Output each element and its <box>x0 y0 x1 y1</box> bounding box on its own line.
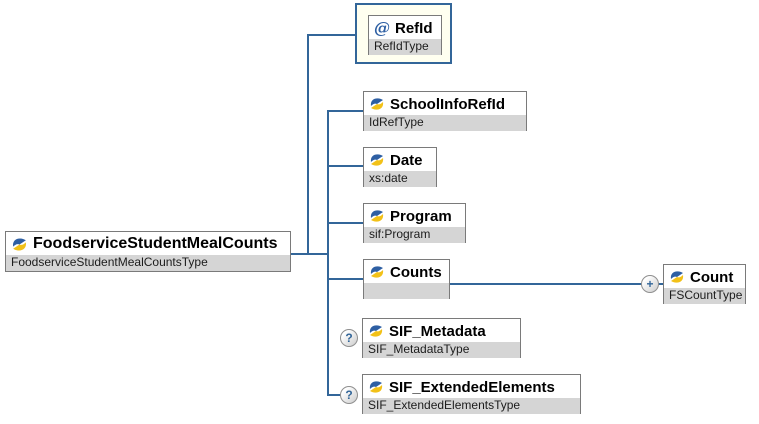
node-type: IdRefType <box>364 115 526 131</box>
optional-badge-glyph: ? <box>345 388 353 402</box>
node-type: RefIdType <box>369 39 441 55</box>
node-title-row: SIF_Metadata <box>363 319 520 342</box>
node-type: FSCountType <box>664 288 745 304</box>
element-icon <box>370 266 384 278</box>
element-icon <box>370 98 384 110</box>
node-sif-extendedelements[interactable]: SIF_ExtendedElements SIF_ExtendedElement… <box>362 374 581 414</box>
node-type: FoodserviceStudentMealCountsType <box>6 255 290 271</box>
connector-branch-program <box>327 222 365 224</box>
node-schoolinforefid[interactable]: SchoolInfoRefId IdRefType <box>363 91 527 131</box>
node-type: xs:date <box>364 171 436 187</box>
connector-trunk-refid <box>307 34 309 255</box>
node-title-row: Date <box>364 148 436 171</box>
node-title: SIF_Metadata <box>389 322 486 340</box>
node-title: FoodserviceStudentMealCounts <box>33 235 278 252</box>
optional-badge-glyph: ? <box>345 331 353 345</box>
connector-counts-count <box>450 283 663 285</box>
node-title: RefId <box>395 19 433 37</box>
node-title-row: Count <box>664 265 745 288</box>
node-date[interactable]: Date xs:date <box>363 147 437 187</box>
node-title-row: Program <box>364 204 465 227</box>
connector-root <box>291 253 329 255</box>
node-type: sif:Program <box>364 227 465 243</box>
connector-branch-schoolinforefid <box>327 110 365 112</box>
optional-badge: ? <box>340 329 358 347</box>
node-title: Program <box>390 207 452 225</box>
node-title-row: FoodserviceStudentMealCounts <box>6 232 290 255</box>
connector-branch-extendedelements <box>327 394 343 396</box>
repeat-badge-glyph: + <box>646 277 654 291</box>
node-type <box>364 283 449 299</box>
node-sif-metadata[interactable]: SIF_Metadata SIF_MetadataType <box>362 318 521 358</box>
connector-branch-refid <box>307 34 355 36</box>
node-title-row: SIF_ExtendedElements <box>363 375 580 398</box>
element-icon <box>369 381 383 393</box>
repeat-badge[interactable]: + <box>641 275 659 293</box>
node-counts[interactable]: Counts <box>363 259 450 299</box>
attribute-icon: @ <box>374 18 390 37</box>
element-icon <box>369 325 383 337</box>
node-program[interactable]: Program sif:Program <box>363 203 466 243</box>
node-title-row: @ RefId <box>369 16 441 39</box>
node-type: SIF_ExtendedElementsType <box>363 398 580 414</box>
node-type: SIF_MetadataType <box>363 342 520 358</box>
optional-badge: ? <box>340 386 358 404</box>
element-icon <box>370 154 384 166</box>
connector-trunk-children <box>327 110 329 396</box>
node-title: SchoolInfoRefId <box>390 95 505 113</box>
node-title: SIF_ExtendedElements <box>389 378 555 396</box>
node-title: Counts <box>390 263 442 281</box>
node-title: Count <box>690 268 734 286</box>
element-icon <box>12 238 27 250</box>
element-icon <box>670 271 684 283</box>
connector-branch-counts <box>327 278 365 280</box>
node-count[interactable]: Count FSCountType <box>663 264 746 304</box>
node-refid[interactable]: @ RefId RefIdType <box>368 15 442 55</box>
node-title: Date <box>390 151 423 169</box>
node-foodservicestudentmealcounts[interactable]: FoodserviceStudentMealCounts Foodservice… <box>5 231 291 272</box>
element-icon <box>370 210 384 222</box>
node-title-row: SchoolInfoRefId <box>364 92 526 115</box>
node-title-row: Counts <box>364 260 449 283</box>
connector-branch-date <box>327 165 365 167</box>
